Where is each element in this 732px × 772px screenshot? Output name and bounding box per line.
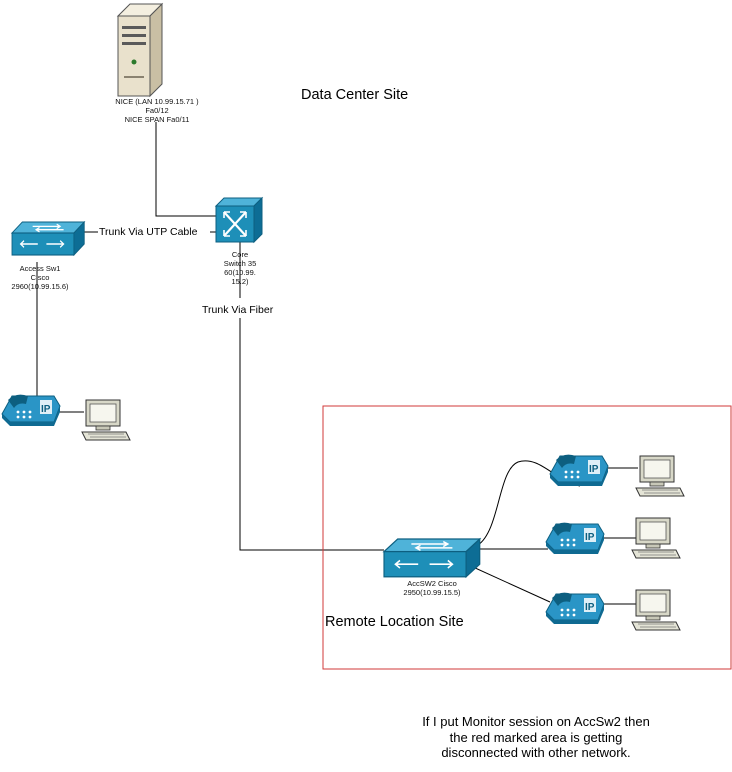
server-icon: [116, 2, 164, 98]
monitor-session-note: If I put Monitor session on AccSw2 then …: [422, 714, 650, 760]
core-switch-icon: [214, 196, 264, 244]
acc-sw2-label: AccSW2 Cisco 2950(10.99.15.5): [403, 579, 461, 597]
links: [36, 122, 638, 605]
computer-icon: [635, 455, 685, 497]
fiber-trunk-link: [239, 242, 384, 551]
access-switch-icon: [383, 538, 481, 578]
ip-phone-icon: [549, 454, 609, 487]
ip-phone-icon: [545, 522, 605, 555]
access-sw1-label: Access Sw1 Cisco 2960(10.99.15.6): [11, 264, 69, 291]
server-label: NICE (LAN 10.99.15.71 ) Fa0/12 NICE SPAN…: [115, 97, 199, 124]
remote-location-site-title: Remote Location Site: [325, 614, 464, 630]
fiber-trunk-label: Trunk Via Fiber: [202, 304, 274, 316]
accsw2-to-phone3-link: [461, 561, 551, 603]
data-center-site-title: Data Center Site: [301, 87, 409, 103]
computer-icon: [631, 589, 681, 631]
utp-trunk-label: Trunk Via UTP Cable: [99, 226, 198, 238]
computer-icon: [631, 517, 681, 559]
ip-phone-icon: [545, 592, 605, 625]
server-to-core-link: [155, 122, 218, 217]
ip-phone-icon: [1, 394, 61, 427]
remote-site-box: [322, 405, 732, 670]
computer-icon: [81, 399, 131, 441]
core-switch-label: Core Switch 35 60(10.99. 15.2): [223, 250, 257, 286]
access-switch-icon: [11, 221, 85, 256]
